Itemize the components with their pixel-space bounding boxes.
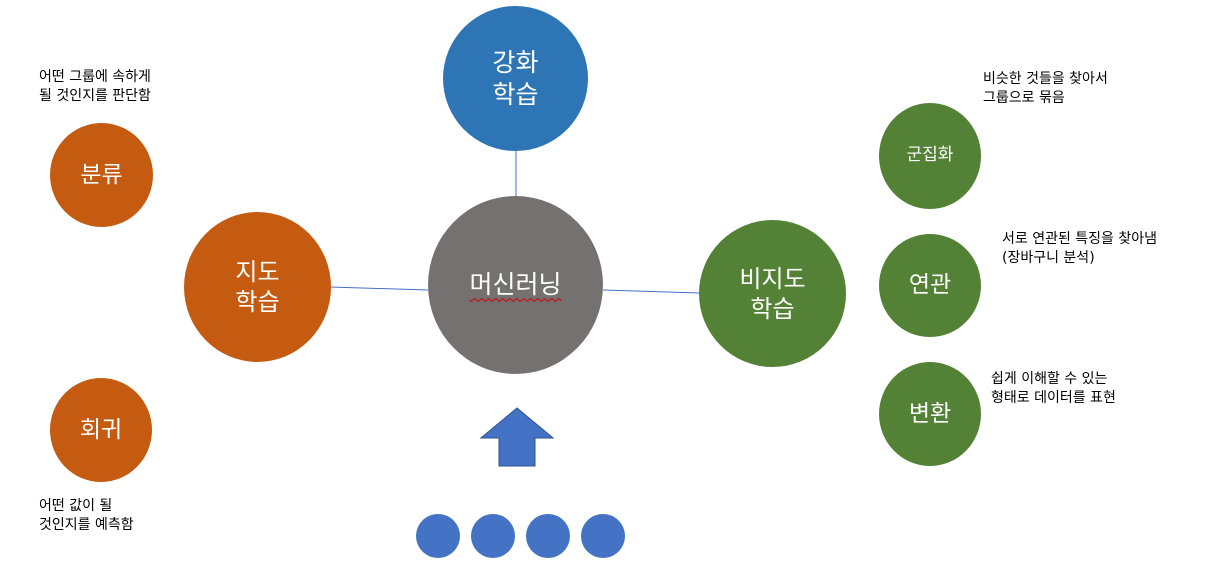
classification-node: 분류 (50, 123, 153, 227)
input-dot-icon (471, 514, 515, 558)
transformation-node: 변환 (879, 362, 981, 466)
connector-unsupervised (602, 289, 701, 294)
regression-node: 회귀 (50, 378, 152, 482)
regression-description: 어떤 값이 될 것인지를 예측함 (39, 498, 134, 533)
input-dot-icon (526, 514, 570, 558)
up-arrow-icon (480, 407, 554, 467)
connector-supervised (329, 286, 429, 291)
association-node: 연관 (879, 234, 981, 337)
machine-learning-label: 머신러닝 (469, 270, 562, 300)
input-dot-icon (581, 514, 625, 558)
clustering-label: 군집화 (906, 145, 954, 166)
association-description: 서로 연관된 특징을 찾아냄 (장바구니 분석) (1002, 231, 1158, 266)
regression-label: 회귀 (79, 416, 123, 443)
association-label: 연관 (908, 272, 952, 299)
transformation-description: 쉽게 이해할 수 있는 형태로 데이터를 표현 (991, 371, 1116, 406)
transformation-label: 변환 (908, 400, 952, 427)
classification-label: 분류 (80, 161, 123, 188)
unsupervised-learning-label: 비지도 학습 (739, 264, 806, 323)
clustering-description: 비슷한 것들을 찾아서 그룹으로 묶음 (983, 71, 1108, 106)
machine-learning-node: 머신러닝 (428, 196, 603, 374)
unsupervised-learning-node: 비지도 학습 (699, 220, 846, 367)
clustering-node: 군집화 (879, 103, 981, 209)
supervised-learning-label: 지도 학습 (235, 258, 280, 316)
reinforcement-learning-label: 강화 학습 (492, 48, 539, 109)
input-dot-icon (416, 514, 460, 558)
supervised-learning-node: 지도 학습 (184, 212, 331, 362)
classification-description: 어떤 그룹에 속하게 될 것인지를 판단함 (39, 69, 151, 104)
reinforcement-learning-node: 강화 학습 (443, 6, 588, 151)
